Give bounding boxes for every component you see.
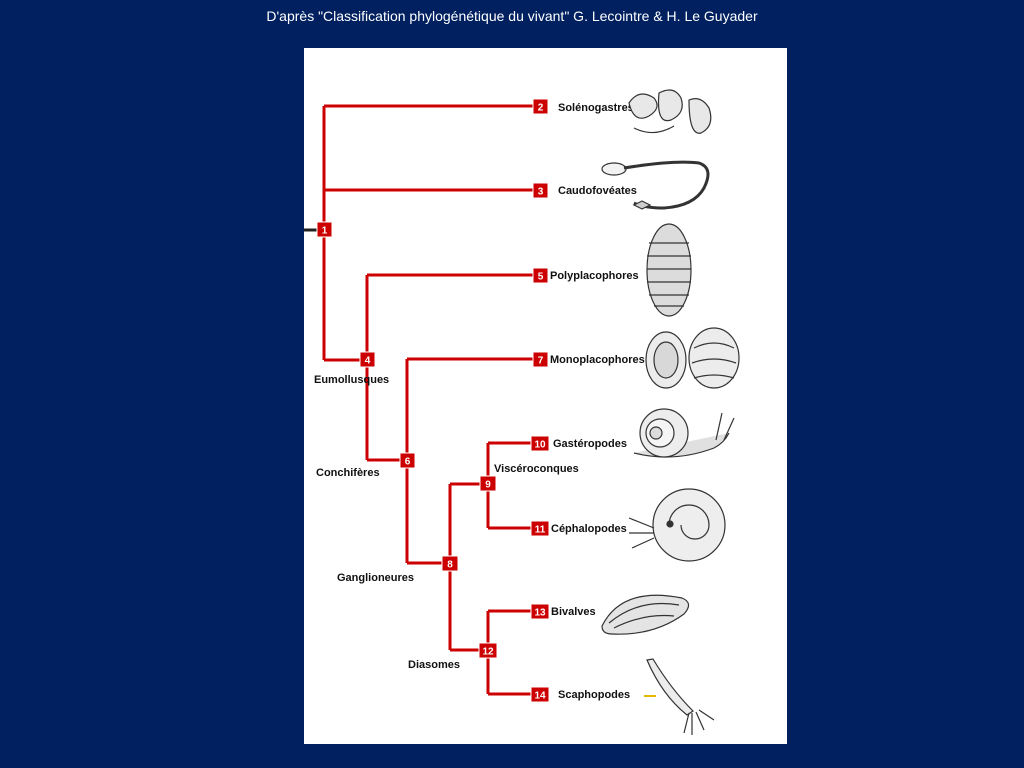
phylogenetic-tree: 1 2 3 4 5 6 7 8 [304,89,740,735]
caudofoveate-drawing [601,160,710,210]
node-7: 7 [532,351,549,368]
clade-label-conchiferes: Conchifères [316,467,380,479]
node-13-number: 13 [534,608,546,619]
node-6-number: 6 [405,457,411,468]
node-10: 10 [530,435,550,452]
node-2-number: 2 [538,103,544,114]
leaf-label-caudofoveates: Caudofovéates [558,185,637,197]
tree-branches [304,104,540,696]
node-8: 8 [441,555,459,572]
node-1: 1 [316,221,333,238]
leaf-label-scaphopodes: Scaphopodes [558,689,630,701]
clade-label-eumollusques: Eumollusques [314,374,389,386]
node-5-number: 5 [538,272,544,283]
node-9: 9 [479,475,497,492]
phylogeny-panel: 1 2 3 4 5 6 7 8 [304,48,787,744]
clade-labels: Eumollusques Conchifères Viscéroconques … [314,374,579,671]
leaf-label-cephalopodes: Céphalopodes [551,523,627,535]
node-11: 11 [530,520,550,537]
clade-label-visceroconques: Viscéroconques [494,463,579,475]
node-2: 2 [532,98,549,115]
node-3: 3 [532,182,549,199]
clade-label-diasomes: Diasomes [408,659,460,671]
solenogaster-drawing [628,89,712,134]
node-6: 6 [399,452,416,469]
node-3-number: 3 [538,187,544,198]
node-12: 12 [478,642,498,659]
leaf-labels: Solénogastres Caudofovéates Polyplacopho… [550,102,645,701]
node-4-number: 4 [365,356,371,367]
leaf-label-bivalves: Bivalves [551,606,596,618]
node-12-number: 12 [482,647,494,658]
chiton-drawing [646,223,692,317]
leaf-label-monoplacophores: Monoplacophores [550,354,645,366]
monoplacophoran-shell-drawing [645,327,740,389]
tree-nodes: 1 2 3 4 5 6 7 8 [316,98,550,703]
mussel-drawing [601,594,690,635]
node-14: 14 [530,686,550,703]
node-5: 5 [532,267,549,284]
node-9-number: 9 [485,480,491,491]
node-13: 13 [530,603,550,620]
leaf-label-solenogastres: Solénogastres [558,102,634,114]
node-7-number: 7 [538,356,544,367]
node-14-number: 14 [534,691,546,702]
clade-label-ganglioneures: Ganglioneures [337,572,414,584]
snail-drawing [633,408,735,458]
tusk-shell-drawing [644,658,715,735]
node-11-number: 11 [535,525,546,536]
leaf-label-gasteropodes: Gastéropodes [553,438,627,450]
leaf-label-polyplacophores: Polyplacophores [550,270,639,282]
node-10-number: 10 [534,440,546,451]
nautilus-drawing [628,488,726,562]
slide-caption: D'après "Classification phylogénétique d… [266,8,758,24]
node-1-number: 1 [322,226,328,237]
node-4: 4 [359,351,376,368]
node-8-number: 8 [447,560,453,571]
